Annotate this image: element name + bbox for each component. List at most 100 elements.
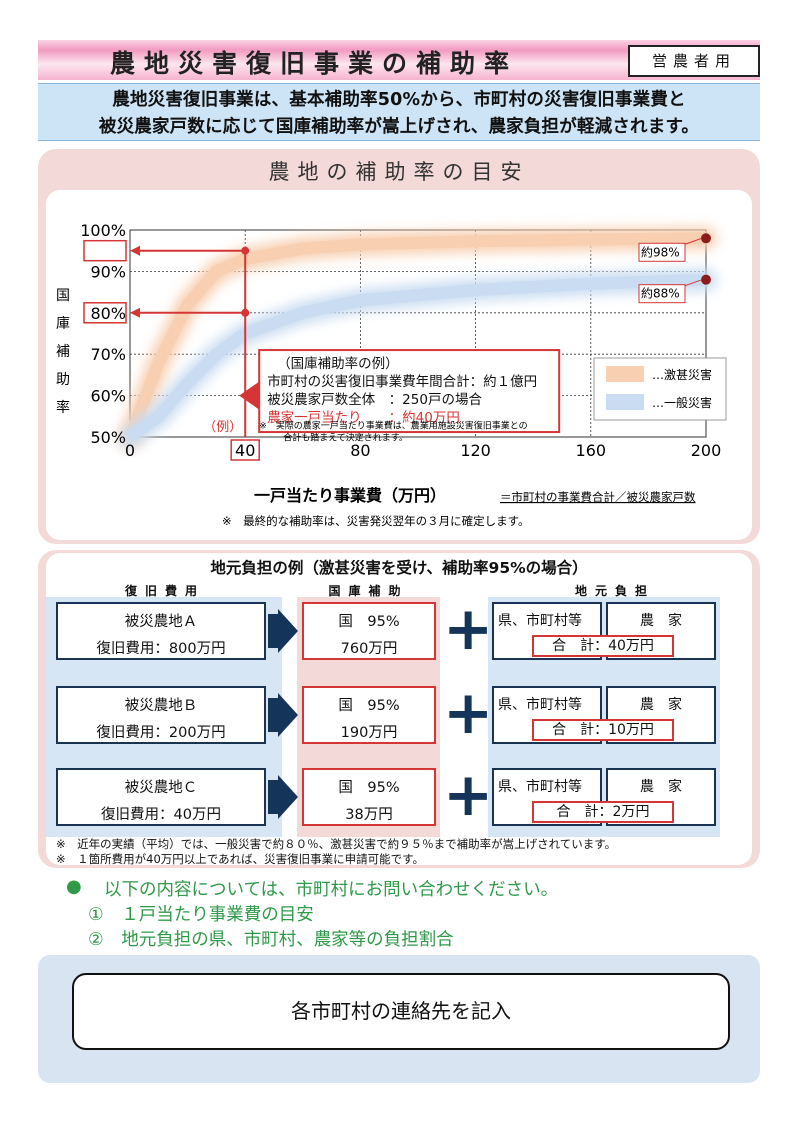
burden-note-1: ※ 近年の実績（平均）では、一般災害で約８０％、激甚災害で約９５％まで補助率が嵩… <box>56 837 617 851</box>
y-tick-label: 100% <box>80 221 126 240</box>
series-end-point-1 <box>701 274 711 285</box>
gov-subsidy-card: 国 95% 190万円 <box>302 686 436 744</box>
x-axis-label: 一戸当たり事業費（万円） <box>254 486 446 505</box>
x-tick-label: 40 <box>235 441 255 460</box>
example-x-box <box>230 439 260 461</box>
right-arrow-icon <box>278 775 298 819</box>
end-label-box <box>638 284 686 304</box>
arrow-stem <box>268 780 280 814</box>
arrow-stem <box>268 614 280 648</box>
farmland-name: 被災農地Ｃ <box>124 780 198 796</box>
series-line-0 <box>124 232 707 440</box>
damaged-farmland-card: 被災農地Ａ 復旧費用：800万円 <box>56 602 266 660</box>
intro-line-1: 農地災害復旧事業は、基本補助率50%から、市町村の災害復旧事業費と <box>112 90 686 110</box>
damaged-farmland-card: 被災農地Ｃ 復旧費用：40万円 <box>56 768 266 826</box>
arrow-stem <box>268 698 280 732</box>
farmer-label: 農 家 <box>640 613 682 629</box>
gov-subsidy-card: 国 95% 760万円 <box>302 602 436 660</box>
page-title: 農地災害復旧事業の補助率 <box>110 49 519 78</box>
col-header-cost: 復旧費用 <box>124 584 205 598</box>
gov-subsidy-card: 国 95% 38万円 <box>302 768 436 826</box>
example-point-high <box>241 246 250 255</box>
example-line-3: 農家一戸当たり ：約40万円 <box>267 409 460 426</box>
restoration-cost: 復旧費用：200万円 <box>96 725 226 741</box>
x-tick-label: 200 <box>691 441 722 460</box>
y-axis-label: 国庫補助率 <box>56 288 70 416</box>
end-label-leader <box>684 279 703 287</box>
example-line-2: 被災農家戸数全体 ：250戸の場合 <box>267 391 482 408</box>
plus-icon: + <box>443 760 494 830</box>
col-header-gov: 国庫補助 <box>328 584 409 598</box>
y-tick-label: 60% <box>90 387 126 406</box>
end-label-box <box>638 242 686 262</box>
x-axis-formula: ＝市町村の事業費合計／被災農家戸数 <box>500 490 696 504</box>
gov-rate: 国 95% <box>338 780 400 796</box>
audience-label: 営農者用 <box>628 45 760 77</box>
y-tick-label: 50% <box>90 428 126 447</box>
pref-label: 県、市町村等 <box>498 613 582 629</box>
plus-icon: + <box>443 594 494 664</box>
example-tag: （例） <box>203 420 242 435</box>
arrow-left-icon <box>130 307 140 318</box>
legend-swatch <box>606 366 644 382</box>
gov-amount: 760万円 <box>340 641 398 657</box>
high-rate-box <box>83 239 127 262</box>
pointer-arrow-icon <box>239 381 260 410</box>
x-tick-label: 0 <box>125 441 135 460</box>
example-box <box>258 349 561 434</box>
plus-icon: + <box>443 678 494 748</box>
gov-rate: 国 95% <box>338 698 400 714</box>
restoration-cost: 復旧費用：800万円 <box>96 641 226 657</box>
right-arrow-icon <box>278 693 298 737</box>
gov-amount: 38万円 <box>345 807 393 823</box>
example-point-low <box>241 308 250 317</box>
x-tick-label: 120 <box>460 441 491 460</box>
intro-text: 農地災害復旧事業は、基本補助率50%から、市町村の災害復旧事業費と 被災農家戸数… <box>38 83 760 141</box>
end-label-leader <box>684 237 703 245</box>
legend-label: …一般災害 <box>652 395 712 410</box>
final-rate-note: ※ 最終的な補助率は、災害発災翌年の３月に確定します。 <box>222 514 529 528</box>
inquiry-heading: 以下の内容については、市町村にお問い合わせください。 <box>104 880 559 900</box>
arrow-left-icon <box>130 245 140 256</box>
farmland-name: 被災農地Ｂ <box>124 698 198 714</box>
farmer-label: 農 家 <box>640 779 682 795</box>
legend-label: …激甚災害 <box>652 367 712 382</box>
y-tick-label: 70% <box>90 345 126 364</box>
local-total: 合 計：40万円 <box>532 635 674 657</box>
col-header-local: 地元負担 <box>574 584 655 598</box>
restoration-cost: 復旧費用：40万円 <box>101 807 221 823</box>
example-note-0: ※ 実際の農家一戸当たり事業費は、農業用施設災害復旧事業との <box>259 420 527 432</box>
farmer-label: 農 家 <box>640 697 682 713</box>
legend-swatch <box>606 394 644 410</box>
y-tick-label: 90% <box>90 262 126 281</box>
inquiry-item-1: ① １戸当たり事業費の目安 <box>88 905 314 925</box>
x-tick-label: 160 <box>576 441 607 460</box>
end-label: 約88% <box>641 286 680 301</box>
contact-box: 各市町村の連絡先を記入 <box>72 973 730 1050</box>
example-note-1: 合計も踏まえて決定されます。 <box>283 432 408 444</box>
series-line-1 <box>126 273 707 442</box>
series-end-point-0 <box>701 233 711 244</box>
pref-label: 県、市町村等 <box>498 697 582 713</box>
local-total: 合 計：2万円 <box>532 801 674 823</box>
example-line-1: 市町村の災害復旧事業費年間合計：約１億円 <box>267 373 537 390</box>
damaged-farmland-card: 被災農地Ｂ 復旧費用：200万円 <box>56 686 266 744</box>
burden-note-2: ※ １箇所費用が40万円以上であれば、災害復旧事業に申請可能です。 <box>56 852 425 866</box>
inquiry-item-2: ② 地元負担の県、市町村、農家等の負担割合 <box>88 930 454 950</box>
end-label: 約98% <box>641 244 680 259</box>
x-tick-label: 80 <box>350 441 370 460</box>
local-total: 合 計：10万円 <box>532 719 674 741</box>
intro-line-2: 被災農家戸数に応じて国庫補助率が嵩上げされ、農家負担が軽減されます。 <box>98 117 700 137</box>
right-arrow-icon <box>278 609 298 653</box>
section-title: 農地の補助率の目安 <box>268 160 530 184</box>
farmland-name: 被災農地Ａ <box>124 614 198 630</box>
pref-label: 県、市町村等 <box>498 779 582 795</box>
gov-rate: 国 95% <box>338 614 400 630</box>
y-tick-label: 80% <box>90 304 126 323</box>
bullet-icon: ● <box>66 876 82 897</box>
example-line-0: （国庫補助率の例） <box>277 355 399 372</box>
low-rate-box <box>83 302 127 324</box>
subsidy-rate-chart: 50% 60% 70% 80% 90% 100% 0 40 80 120 160 200 （国庫補助率… <box>56 221 727 528</box>
local-burden-title: 地元負担の例（激甚災害を受け、補助率95%の場合） <box>210 559 588 577</box>
gov-amount: 190万円 <box>340 725 398 741</box>
